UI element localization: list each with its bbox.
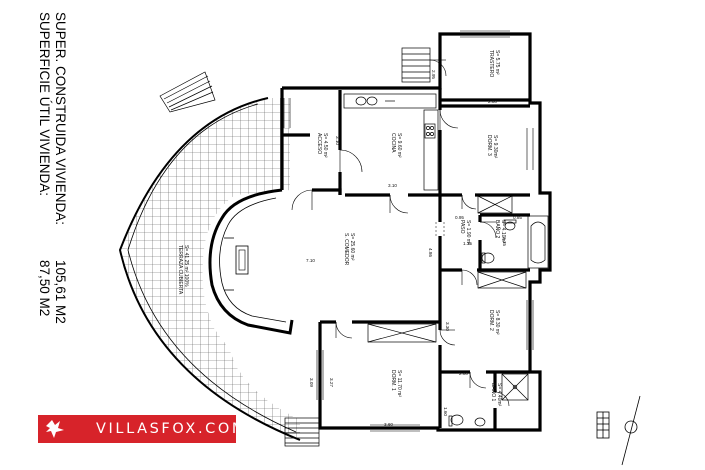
passage-lines [435,222,445,236]
summary-built-label: SUPER. CONSTRUIDA VIVIENDA: [53,12,68,225]
svg-text:S= 1.90 m²: S= 1.90 m² [465,220,471,245]
summary-useful-value: 87,50 M2 [37,260,52,316]
bathroom-fixtures [448,215,549,427]
svg-text:0.95: 0.95 [455,215,464,220]
doors [291,59,510,407]
room-label-trastero: TRASTERO S= 5.75 m² [488,50,500,77]
room-label-paso: PASO S= 1.90 m² [459,220,471,245]
svg-text:1.60: 1.60 [443,407,448,416]
svg-text:4.86: 4.86 [428,248,433,257]
room-label-dorm3: DORM. 3 S= 9.30m² [486,135,498,159]
svg-text:S= 9.30m²: S= 9.30m² [492,135,498,159]
svg-text:ACCESO: ACCESO [316,133,322,154]
terrace-area [118,97,301,441]
svg-text:DORM. 3: DORM. 3 [486,135,492,156]
svg-text:S= 5.75 m²: S= 5.75 m² [494,50,500,75]
svg-text:S= 4.40m²: S= 4.40m² [496,383,502,407]
svg-text:S= 25.60 m²: S= 25.60 m² [349,233,355,261]
room-label-dorm2: DORM. 2 S= 8.30 m² [488,310,500,335]
svg-text:S= 11.70 m²: S= 11.70 m² [396,370,402,397]
north-arrow-icon [621,395,641,466]
area-summary: SUPERFICIE ÚTIL VIVIENDA: SUPER. CONSTRU… [37,12,68,324]
walls [280,32,552,432]
svg-text:2.15: 2.15 [502,237,507,246]
svg-text:TRASTERO: TRASTERO [488,50,494,77]
summary-built-value: 105,61 M2 [53,260,68,324]
fireplace-icon [235,245,249,275]
terrace-stairs-top [159,71,216,113]
svg-text:COCINA: COCINA [390,133,396,153]
svg-text:3.10: 3.10 [388,183,397,188]
svg-text:2.80: 2.80 [488,99,497,104]
room-label-acceso: ACCESO S= 4.50 m² [316,133,328,158]
svg-text:2.80: 2.80 [459,371,468,376]
room-label-salon: S. COMEDOR S= 25.60 m² [343,233,355,266]
terrace-stairs-bottom [284,417,320,447]
svg-text:S= 4.10m²: S= 4.10m² [500,220,506,244]
windows [283,30,534,432]
svg-text:2.95: 2.95 [431,70,436,79]
dimension-labels: 2.95 2.80 3.10 3.10 0.95 0.85 2.15 1.35 … [306,70,522,427]
svg-text:3.30: 3.30 [445,322,450,331]
svg-text:S= 41.25 m² 100%: S= 41.25 m² 100% [183,245,189,287]
room-label-bano2: BAÑO 2 S= 4.10m² [494,220,506,244]
summary-useful-label: SUPERFICIE ÚTIL VIVIENDA: [37,12,52,196]
svg-text:DORM. 1: DORM. 1 [390,370,396,391]
svg-text:3.60: 3.60 [384,422,393,427]
svg-text:PASO: PASO [459,220,465,234]
service-stairs [401,47,431,83]
brand-banner[interactable]: VILLASFOX.COM [38,415,244,443]
room-label-bano1: BAÑO 1 S= 4.40m² [490,383,502,407]
svg-text:DORM. 2: DORM. 2 [488,310,494,331]
svg-text:S= 9.60 m²: S= 9.60 m² [396,133,402,158]
room-label-terraza: TERRAZA CUBIERTA S= 41.25 m² 100% [177,245,189,295]
room-label-cocina: COCINA S= 9.60 m² [390,133,402,158]
salon-bay-window [208,188,294,335]
svg-text:0.85: 0.85 [513,215,522,220]
svg-text:7.10: 7.10 [306,258,315,263]
svg-text:BAÑO 2: BAÑO 2 [494,220,501,239]
svg-text:3.27: 3.27 [329,378,334,387]
svg-text:S. COMEDOR: S. COMEDOR [343,233,349,266]
wardrobes [367,195,527,343]
svg-text:TERRAZA CUBIERTA: TERRAZA CUBIERTA [177,245,183,295]
room-label-dorm1: DORM. 1 S= 11.70 m² [390,370,402,397]
svg-text:3.10: 3.10 [335,136,340,145]
svg-text:3.09: 3.09 [309,378,314,387]
svg-text:BAÑO 1: BAÑO 1 [490,383,497,402]
scale-bar-icon [596,411,610,439]
kitchen-fixtures [343,93,439,191]
fox-logo-icon [46,420,64,438]
svg-text:1.35: 1.35 [463,241,472,246]
brand-text: VILLASFOX.COM [96,421,248,437]
svg-text:S= 4.50 m²: S= 4.50 m² [322,133,328,158]
svg-text:S= 8.30 m²: S= 8.30 m² [494,310,500,335]
